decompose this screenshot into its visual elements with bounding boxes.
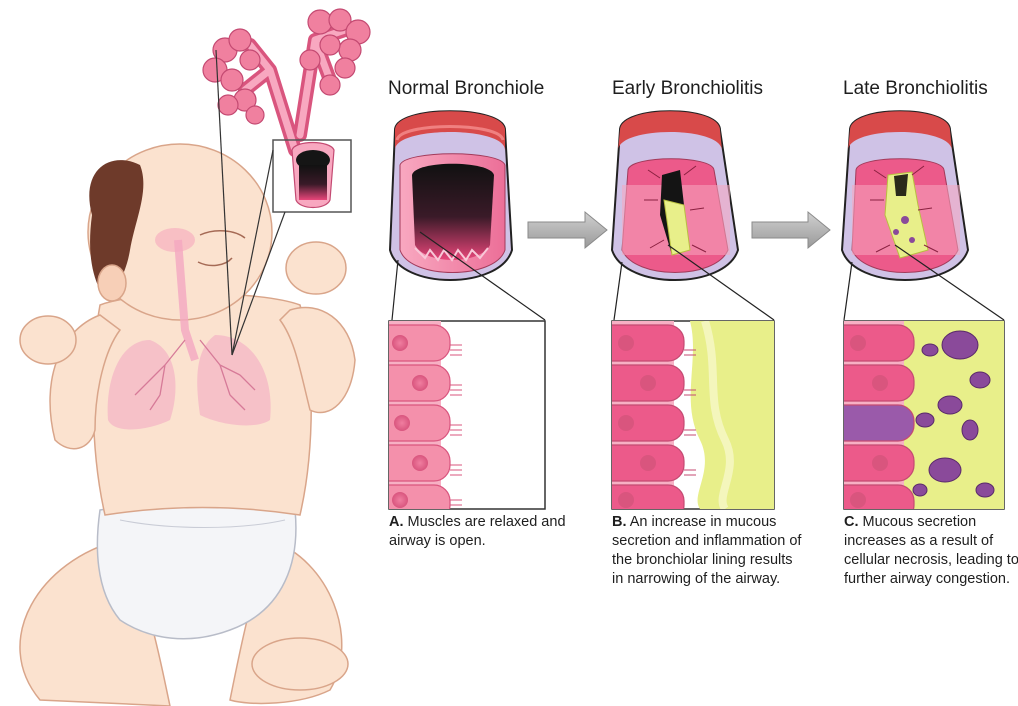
tissue-panel-normal [372, 321, 545, 521]
tissue-panel-early [596, 321, 774, 521]
infant-foot [252, 638, 348, 690]
stage-title-late: Late Bronchiolitis [843, 78, 988, 100]
caption-letter-c: C. [844, 514, 859, 530]
infant-ear [98, 265, 126, 301]
stage-title-normal: Normal Bronchiole [388, 78, 544, 100]
progression-arrow-1 [528, 212, 607, 248]
infant-illustration [20, 144, 355, 706]
tissue-panel-late [828, 321, 1004, 521]
infant-right-fist [286, 242, 346, 294]
bronchiole-early [612, 111, 774, 320]
stage-title-early: Early Bronchiolitis [612, 78, 763, 100]
caption-late: C. Mucous secretion increases as a resul… [844, 513, 1018, 589]
bronchiole-normal [390, 111, 545, 320]
progression-arrow-2 [752, 212, 830, 248]
caption-text-a: Muscles are relaxed and airway is open. [389, 514, 566, 549]
caption-letter-b: B. [612, 514, 627, 530]
caption-normal: A. Muscles are relaxed and airway is ope… [389, 513, 579, 551]
bronchiole-late [842, 111, 1004, 320]
caption-text-c: Mucous secretion increases as a result o… [844, 514, 1018, 587]
caption-letter-a: A. [389, 514, 404, 530]
caption-text-b: An increase in mucous secretion and infl… [612, 514, 801, 587]
infant-left-fist [20, 316, 76, 364]
caption-early: B. An increase in mucous secretion and i… [612, 513, 802, 589]
normal-lumen [412, 164, 494, 260]
